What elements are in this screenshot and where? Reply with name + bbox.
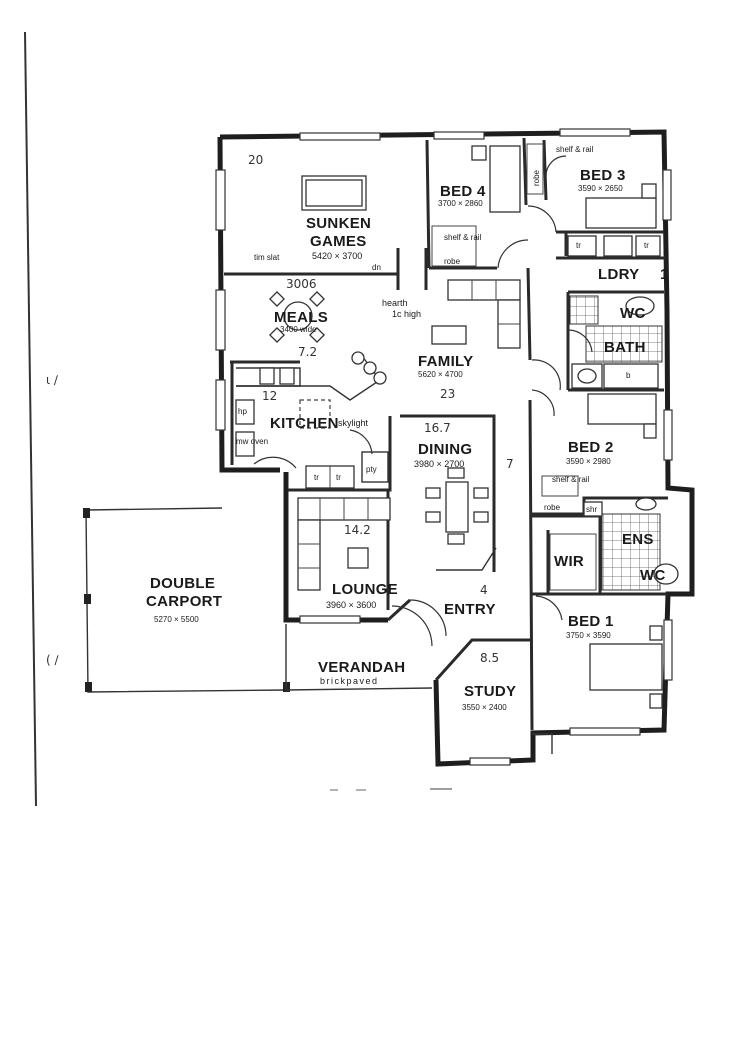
dining-dim: 3980 × 2700 xyxy=(414,459,464,469)
ldry-tr-2: tr xyxy=(644,241,649,250)
note-games: 20 xyxy=(248,153,263,167)
bed4-label: BED 4 xyxy=(440,183,486,200)
lounge-dim: 3960 × 3600 xyxy=(326,600,376,610)
dining-label: DINING xyxy=(418,441,472,458)
scan-marks xyxy=(330,788,452,791)
kitchen-skylight: skylight xyxy=(338,418,369,428)
study-label: STUDY xyxy=(464,683,516,700)
margin-mark-2: ( ∕ xyxy=(46,653,59,667)
note-dining-right: 7 xyxy=(506,457,514,471)
hp-label: hp xyxy=(238,407,247,416)
note-family: 23 xyxy=(440,387,455,401)
kitchen-tr-2: tr xyxy=(336,473,341,482)
note-lounge: 14.2 xyxy=(344,523,371,537)
entry-label: ENTRY xyxy=(444,601,496,618)
carport-label-1: DOUBLE xyxy=(150,575,215,592)
windows xyxy=(215,128,673,766)
bed4-shelf-label: shelf & rail xyxy=(444,233,482,242)
margin-mark-1: ι ∕ xyxy=(46,373,59,387)
bed4-robe-label: robe xyxy=(444,257,461,266)
ens-label: ENS xyxy=(622,531,654,548)
bath-b-label: b xyxy=(626,371,631,380)
shr-label: shr xyxy=(586,505,597,514)
carport-dim: 5270 × 5500 xyxy=(154,615,199,624)
sunken-games-label-2: GAMES xyxy=(310,233,367,250)
bath-label: BATH xyxy=(604,339,646,356)
sunken-games-label-1: SUNKEN xyxy=(306,215,371,232)
kitchen-label: KITCHEN xyxy=(270,415,339,432)
meals-dim: 3400 wide xyxy=(280,325,317,334)
verandah-note: brickpaved xyxy=(320,676,379,686)
bed2-shelf-label: shelf & rail xyxy=(552,475,590,484)
ldry-one: 1 xyxy=(660,266,669,283)
hearth-label: hearth xyxy=(382,298,408,308)
note-meals: 7.2 xyxy=(298,345,317,359)
ldry-tr-1: tr xyxy=(576,241,581,250)
bed2-label: BED 2 xyxy=(568,439,614,456)
bed1-dim: 3750 × 3590 xyxy=(566,631,611,640)
bed4-dim: 3700 × 2860 xyxy=(438,199,483,208)
bed2-robe-label: robe xyxy=(544,503,561,512)
hearth-sub-label: 1c high xyxy=(392,309,421,319)
carport-label-2: CARPORT xyxy=(146,593,222,610)
mw-oven-label: mw oven xyxy=(236,437,268,446)
fixtures xyxy=(235,143,679,754)
bed3-dim: 3590 × 2650 xyxy=(578,184,623,193)
dn-label: dn xyxy=(372,263,381,272)
bed3-robe-label: robe xyxy=(532,169,541,186)
page-margin-line xyxy=(24,31,37,807)
note-dining: 16.7 xyxy=(424,421,451,435)
carport-outline xyxy=(83,507,433,693)
family-label: FAMILY xyxy=(418,353,473,370)
bed2-dim: 3590 × 2980 xyxy=(566,457,611,466)
bed1-label: BED 1 xyxy=(568,613,614,630)
wc1-label: WC xyxy=(620,305,646,322)
ldry-label: LDRY xyxy=(598,266,639,283)
note-study: 8.5 xyxy=(480,651,499,665)
bed3-shelf-label: shelf & rail xyxy=(556,145,594,154)
wir-label: WIR xyxy=(554,553,584,570)
note-meals-top: 3006 xyxy=(286,277,317,291)
kitchen-tr-1: tr xyxy=(314,473,319,482)
note-kitchen: 12 xyxy=(262,389,277,403)
pty-label: pty xyxy=(366,465,377,474)
handwritten-annotations: 20 3006 7.2 23 12 16.7 7 14.2 4 8.5 xyxy=(248,153,514,665)
study-dim: 3550 × 2400 xyxy=(462,703,507,712)
room-labels: SUNKEN GAMES 5420 × 3700 tim slat dn BED… xyxy=(146,145,669,712)
tim-slat-label: tim slat xyxy=(254,253,280,262)
bed3-label: BED 3 xyxy=(580,167,626,184)
verandah-label: VERANDAH xyxy=(318,659,405,676)
door-swings xyxy=(253,155,593,647)
note-entry: 4 xyxy=(480,583,488,597)
meals-label: MEALS xyxy=(274,309,328,326)
lounge-label: LOUNGE xyxy=(332,581,398,598)
family-dim: 5620 × 4700 xyxy=(418,370,463,379)
sunken-games-dim: 5420 × 3700 xyxy=(312,251,362,261)
wc2-label: WC xyxy=(640,567,666,584)
